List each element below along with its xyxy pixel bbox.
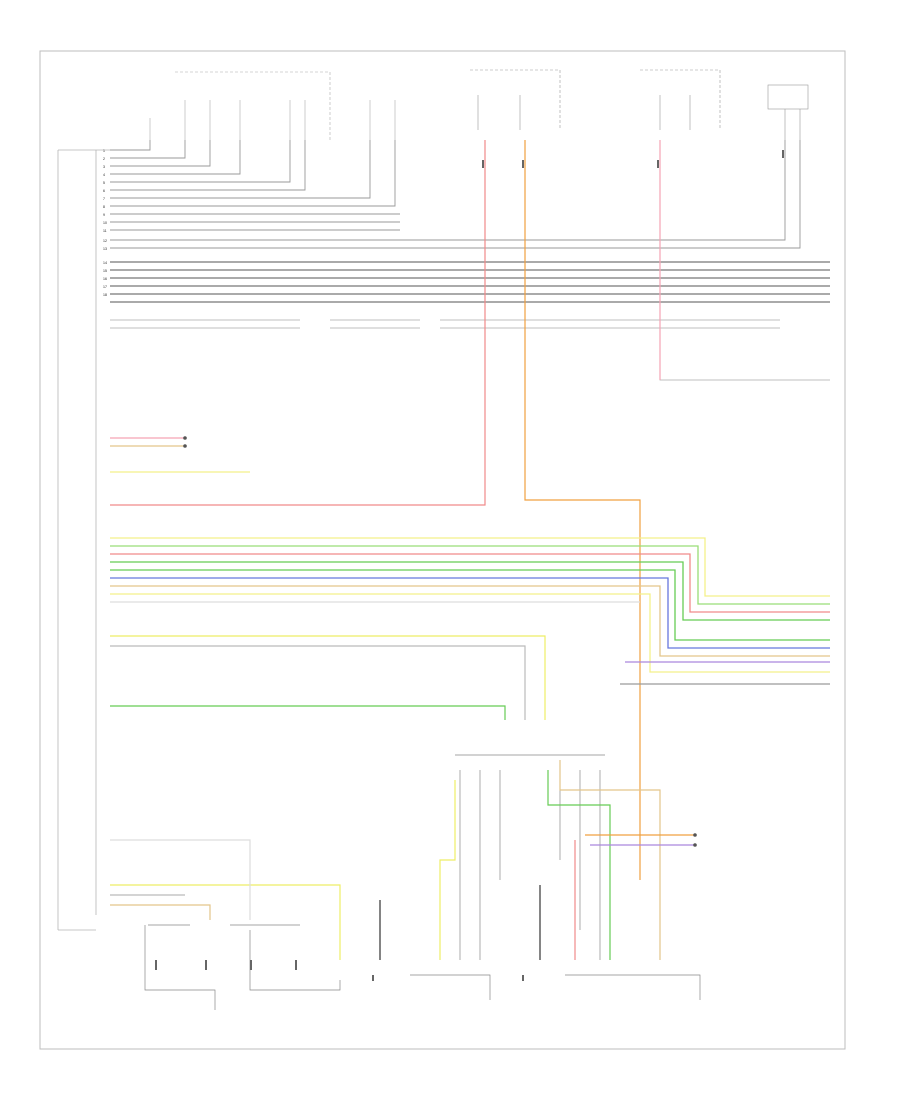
svg-text:10: 10 [103,221,107,225]
upper-horizontal-wires [110,140,801,249]
svg-text:7: 7 [103,197,105,201]
svg-text:1: 1 [103,149,105,153]
bottom-modules [144,924,701,1010]
svg-text:16: 16 [103,277,107,281]
bus-lines [110,261,830,303]
svg-text:14: 14 [103,261,107,265]
top-left-components [149,71,396,140]
svg-text:3: 3 [103,165,105,169]
svg-text:12: 12 [103,239,107,243]
lower-terminal-1 [693,833,697,837]
lower-colored-branches [379,760,695,960]
stub-terminal-1 [183,436,187,440]
svg-text:5: 5 [103,181,105,185]
stub-wires [110,437,250,473]
red-wire-main [110,140,486,506]
svg-text:18: 18 [103,293,107,297]
svg-text:17: 17 [103,285,107,289]
colored-bundle [110,537,830,685]
svg-text:11: 11 [103,229,107,233]
svg-text:2: 2 [103,157,105,161]
svg-text:8: 8 [103,205,105,209]
top-right-components [470,69,809,140]
svg-text:4: 4 [103,173,105,177]
svg-text:13: 13 [103,247,107,251]
svg-text:9: 9 [103,213,105,217]
connector-ticks [155,150,784,981]
diagram-frame [39,50,846,1050]
mid-gray-lines [110,319,830,381]
left-trunk [57,149,110,931]
orange-wire-main [524,140,641,880]
stub-terminal-2 [183,444,187,448]
svg-text:15: 15 [103,269,107,273]
svg-text:6: 6 [103,189,105,193]
lower-connectors [455,754,605,960]
relay-box [767,84,809,110]
lower-terminal-2 [693,843,697,847]
lower-wires [110,635,546,960]
